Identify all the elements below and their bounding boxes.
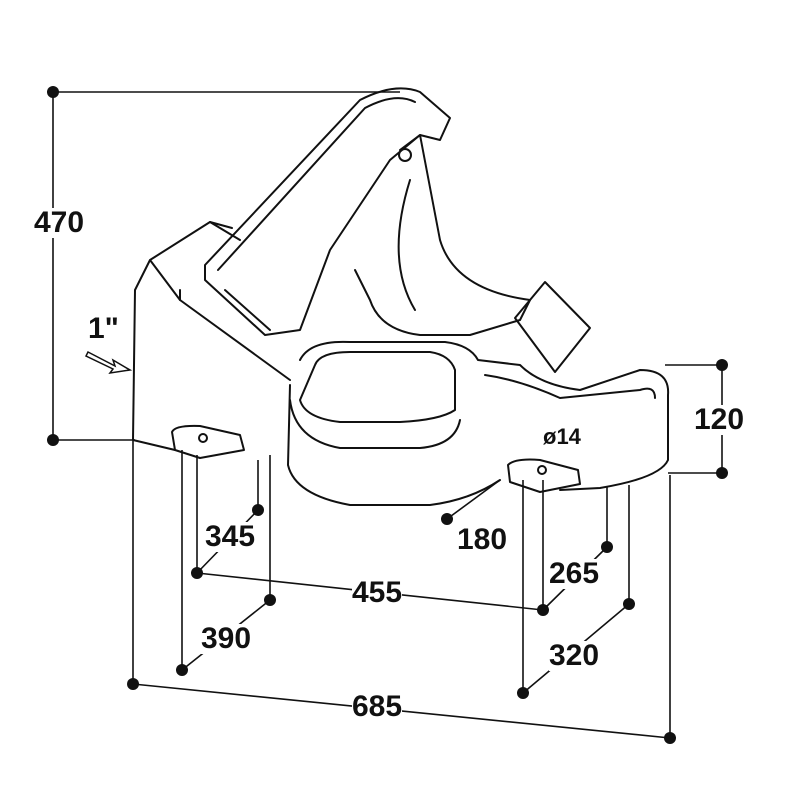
valve-arm: [204, 87, 451, 336]
dimension-dots: [47, 86, 728, 744]
dim-180: 180: [457, 523, 508, 556]
dim-320: 320: [549, 639, 600, 672]
paddle: [514, 281, 591, 373]
bowl-rim-inner: [299, 351, 456, 423]
left-foot: [171, 424, 245, 459]
right-foot-hole: [537, 465, 547, 475]
dim-hole: ø14: [543, 424, 581, 449]
trough-left-side: [179, 221, 241, 301]
dim-390: 390: [201, 622, 252, 655]
dim-120: 120: [694, 403, 745, 436]
valve-housing: [354, 134, 531, 336]
dim-265: 265: [549, 557, 600, 590]
dim-470: 470: [34, 206, 85, 239]
left-foot-hole: [198, 433, 208, 443]
trough-body: [132, 221, 291, 451]
pivot-bolt: [398, 148, 412, 162]
dimension-lines: [52, 91, 723, 739]
dim-455: 455: [352, 576, 403, 609]
front-bowl: [287, 340, 670, 506]
dim-inlet: 1": [88, 312, 119, 345]
dim-345: 345: [205, 520, 256, 553]
valve-arm-inner: [217, 97, 416, 331]
dim-685: 685: [352, 690, 403, 723]
inlet-arrow-icon: [84, 350, 133, 375]
bowl-front-wall: [289, 399, 461, 449]
trough-outline: [132, 87, 670, 506]
bowl-right-inner: [484, 374, 656, 399]
right-foot: [507, 458, 581, 493]
